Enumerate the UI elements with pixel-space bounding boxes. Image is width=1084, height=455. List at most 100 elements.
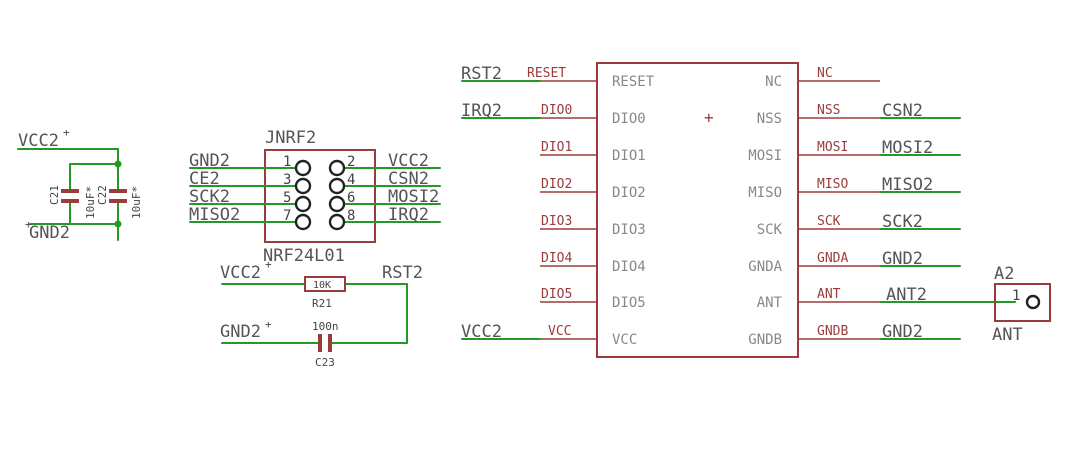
c22-plate-top bbox=[109, 189, 127, 193]
module-pin-label: DIO2 bbox=[541, 177, 572, 192]
rf-module: + RESET DIO0 DIO1 DIO2 bbox=[461, 62, 1016, 358]
module-pin-label: MOSI bbox=[817, 140, 848, 155]
module-origin-mark: + bbox=[704, 108, 714, 127]
r21-label: R21 bbox=[312, 297, 332, 310]
vcc2-plus: + bbox=[265, 258, 272, 271]
connector-pin-number: 1 bbox=[283, 154, 291, 170]
module-pin-label: ANT bbox=[817, 287, 841, 302]
c23-plate-left bbox=[318, 334, 322, 352]
module-body bbox=[596, 62, 799, 358]
net-label-sck2: SCK2 bbox=[882, 212, 923, 232]
net-label-ce2: CE2 bbox=[189, 169, 220, 189]
net-label-gnd2: GND2 bbox=[220, 322, 261, 342]
module-pin-name: RESET bbox=[612, 74, 655, 90]
antenna-value: ANT bbox=[992, 325, 1023, 345]
connector-pad-1 bbox=[294, 159, 312, 177]
c21-plate-top bbox=[61, 189, 79, 193]
net-label-rst2: RST2 bbox=[461, 64, 502, 84]
connector-pin-number: 8 bbox=[347, 208, 355, 224]
module-pin-label: NSS bbox=[817, 103, 840, 118]
module-pin-label: DIO1 bbox=[541, 140, 572, 155]
net-label-rst2: RST2 bbox=[382, 263, 423, 283]
net-label-sck2: SCK2 bbox=[189, 187, 230, 207]
module-pin-name: MISO bbox=[748, 185, 782, 201]
net-label-vcc2: VCC2 bbox=[18, 131, 59, 151]
connector-pin-number: 5 bbox=[283, 190, 291, 206]
c21-plate-bottom bbox=[61, 199, 79, 203]
module-pin-label: MISO bbox=[817, 177, 848, 192]
net-label-gnd2: GND2 bbox=[29, 223, 70, 243]
antenna-a2: 1 A2 ANT bbox=[992, 264, 1051, 345]
connector-value: NRF24L01 bbox=[263, 246, 345, 266]
connector-pin-number: 6 bbox=[347, 190, 355, 206]
connector-name: JNRF2 bbox=[265, 128, 316, 148]
net-label-irq2: IRQ2 bbox=[388, 205, 429, 225]
c21-value: 10uF* bbox=[84, 186, 97, 219]
net-label-csn2: CSN2 bbox=[388, 169, 429, 189]
net-label-ant2: ANT2 bbox=[886, 285, 927, 305]
connector-pad-2 bbox=[328, 159, 346, 177]
module-pin-name: MOSI bbox=[748, 148, 782, 164]
vcc2-plus: + bbox=[63, 126, 70, 139]
module-pin-label: DIO0 bbox=[541, 103, 572, 118]
net-label-vcc2: VCC2 bbox=[220, 263, 261, 283]
connector-pad-8 bbox=[328, 213, 346, 231]
module-pin-name: VCC bbox=[612, 332, 637, 348]
net-label-mosi2: MOSI2 bbox=[882, 138, 933, 158]
antenna-pin-number: 1 bbox=[1012, 288, 1020, 304]
reset-network: 10K R21 100n C23 VCC2 + RST2 GND2 + bbox=[220, 258, 423, 369]
c22-plate-bottom bbox=[109, 199, 127, 203]
c23-label: C23 bbox=[315, 356, 335, 369]
module-pin-name: DIO0 bbox=[612, 111, 646, 127]
connector-jnrf2: JNRF2 NRF24L01 1 2 3 4 5 6 7 8 GND2 CE2 … bbox=[189, 128, 441, 266]
antenna-pad bbox=[1025, 294, 1041, 310]
module-pin-label: NC bbox=[817, 66, 833, 81]
module-pin-name: GNDA bbox=[748, 259, 782, 275]
net-label-miso2: MISO2 bbox=[882, 175, 933, 195]
antenna-body bbox=[994, 283, 1051, 322]
module-pin-label: GNDA bbox=[817, 251, 848, 266]
resistor-r21-body bbox=[304, 276, 346, 292]
r21-value: 10K bbox=[313, 280, 331, 291]
module-pin-label: RESET bbox=[527, 66, 566, 81]
gnd2-plus: + bbox=[25, 218, 32, 231]
decoupling-caps: C21 10uF* C22 10uF* VCC2 + GND2 + bbox=[17, 126, 143, 243]
antenna-name: A2 bbox=[994, 264, 1014, 284]
module-pin-name: SCK bbox=[757, 222, 783, 238]
connector-body bbox=[264, 149, 376, 243]
module-pin-name: DIO5 bbox=[612, 295, 646, 311]
module-pin-label: DIO3 bbox=[541, 214, 572, 229]
c23-plate-right bbox=[328, 334, 332, 352]
gnd2-plus: + bbox=[265, 318, 272, 331]
module-pin-label: DIO4 bbox=[541, 251, 572, 266]
net-label-csn2: CSN2 bbox=[882, 101, 923, 121]
net-label-irq2: IRQ2 bbox=[461, 101, 502, 121]
net-label-miso2: MISO2 bbox=[189, 205, 240, 225]
module-pin-name: NSS bbox=[757, 111, 782, 127]
module-pin-label: GNDB bbox=[817, 324, 848, 339]
c21-label: C21 bbox=[48, 185, 61, 205]
c23-value: 100n bbox=[312, 320, 339, 333]
module-pin-name: DIO2 bbox=[612, 185, 646, 201]
module-pin-label: VCC bbox=[548, 324, 571, 339]
module-pin-name: DIO3 bbox=[612, 222, 646, 238]
net-label-vcc2: VCC2 bbox=[388, 151, 429, 171]
connector-pad-5 bbox=[294, 195, 312, 213]
module-pin-name: NC bbox=[765, 74, 782, 90]
net-label-vcc2: VCC2 bbox=[461, 322, 502, 342]
module-pin-name: DIO4 bbox=[612, 259, 646, 275]
connector-pad-6 bbox=[328, 195, 346, 213]
c22-label: C22 bbox=[96, 185, 109, 205]
connector-pin-number: 2 bbox=[347, 154, 355, 170]
c22-value: 10uF* bbox=[130, 186, 143, 219]
connector-pin-number: 7 bbox=[283, 208, 291, 224]
connector-pad-3 bbox=[294, 177, 312, 195]
net-label-gnd2: GND2 bbox=[882, 249, 923, 269]
connector-pin-number: 4 bbox=[347, 172, 355, 188]
connector-pad-7 bbox=[294, 213, 312, 231]
module-pin-label: DIO5 bbox=[541, 287, 572, 302]
module-pin-name: GNDB bbox=[748, 332, 782, 348]
net-label-mosi2: MOSI2 bbox=[388, 187, 439, 207]
net-label-gnd2: GND2 bbox=[189, 151, 230, 171]
